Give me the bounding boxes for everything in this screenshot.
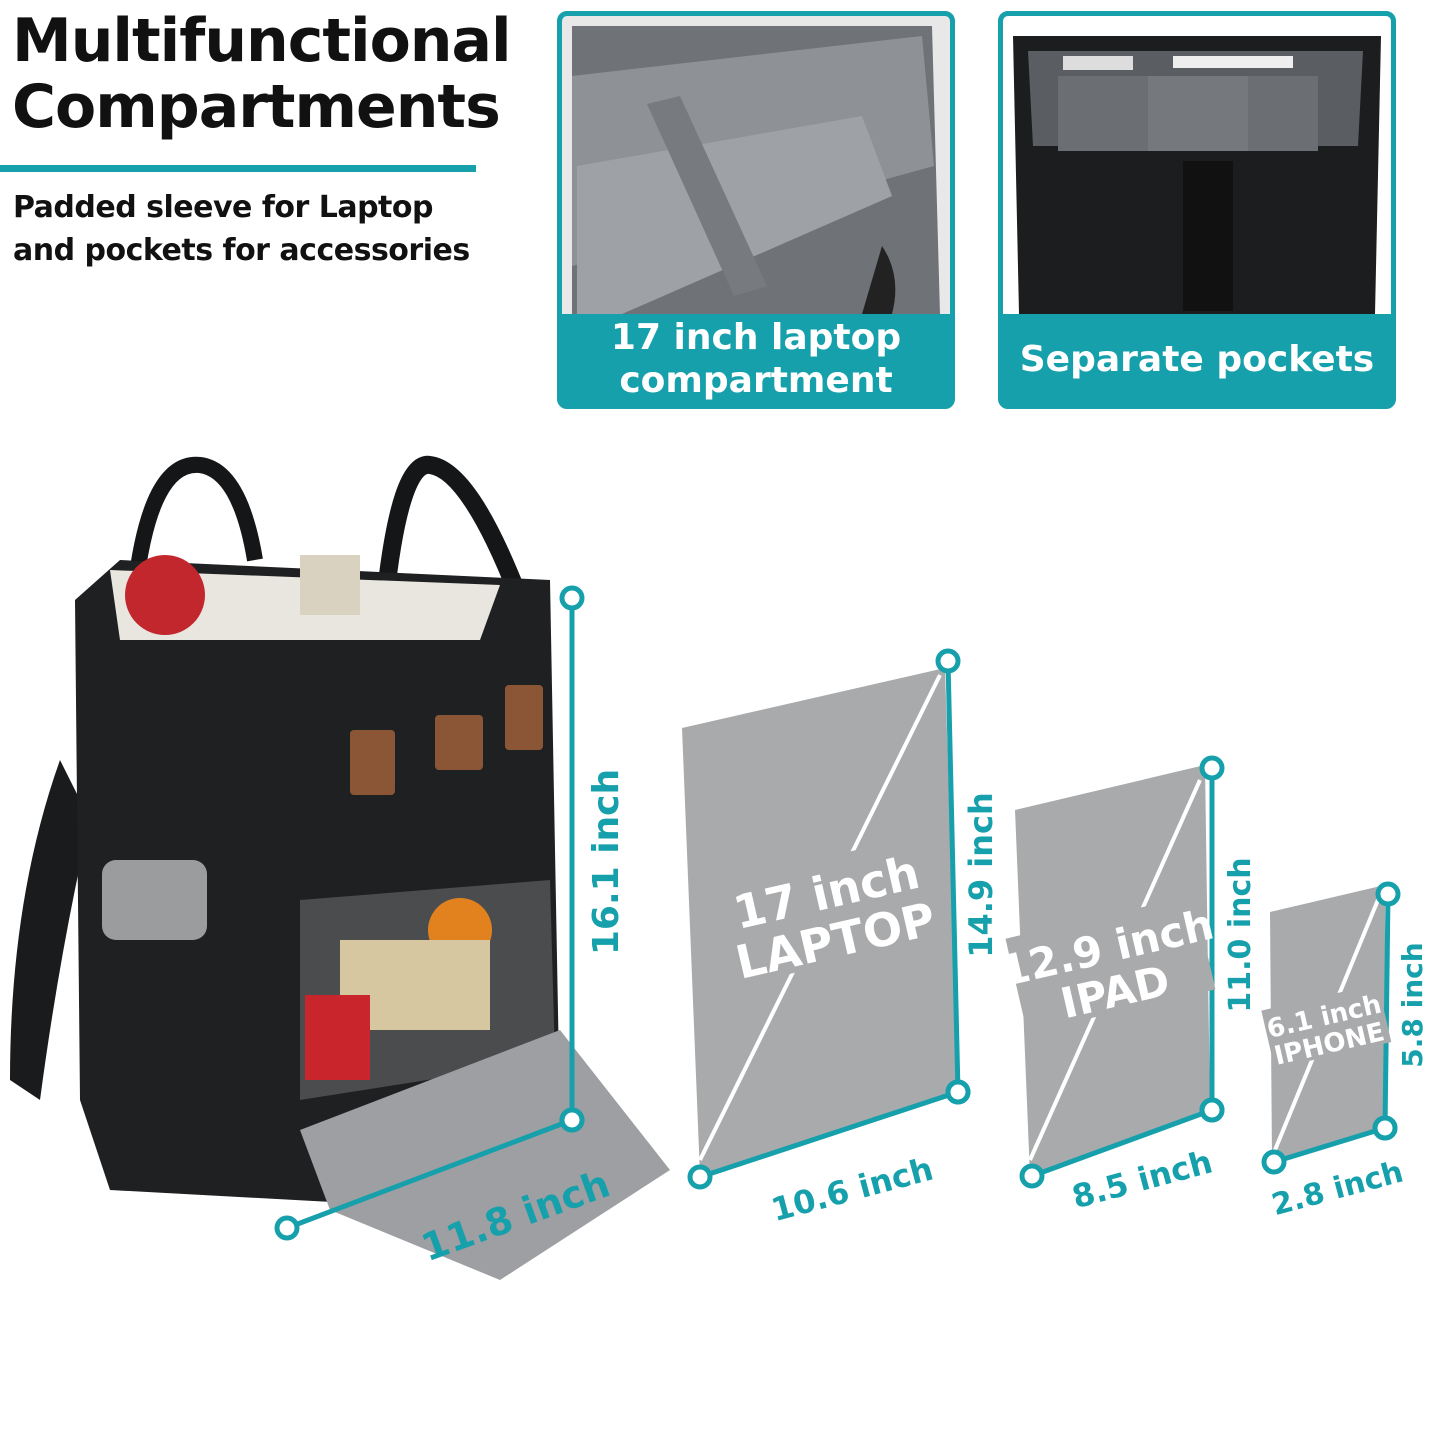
device-label-backdrop bbox=[715, 834, 946, 986]
separate-pockets-caption: Separate pockets bbox=[1019, 338, 1375, 380]
subtitle-line2: and pockets for accessories bbox=[13, 233, 470, 268]
heading-line1: Multifunctional bbox=[12, 6, 512, 76]
device-width-label: 10.6 inch bbox=[767, 1150, 937, 1230]
device-width-line-endpoint bbox=[1019, 1163, 1045, 1189]
device-width-line-endpoint bbox=[1261, 1149, 1287, 1175]
device-height-label: 11.0 inch bbox=[1223, 857, 1258, 1012]
backpack-height-label: 16.1 inch bbox=[586, 769, 627, 955]
device-height-line-endpoint bbox=[1375, 881, 1401, 907]
backpack-illustration bbox=[10, 455, 670, 1280]
device-height-label: 5.8 inch bbox=[1396, 942, 1429, 1067]
device-width-line-endpoint bbox=[1372, 1115, 1398, 1141]
backpack-height-line-endpoint bbox=[559, 585, 585, 611]
separate-pockets-photo bbox=[1003, 16, 1391, 314]
heading-line2: Compartments bbox=[12, 72, 501, 142]
device-height-line-endpoint bbox=[935, 648, 961, 674]
divider bbox=[0, 165, 476, 172]
device-height-label: 14.9 inch bbox=[962, 792, 1000, 958]
subtitle-line1: Padded sleeve for Laptop bbox=[13, 190, 433, 225]
device-width-line-endpoint bbox=[687, 1164, 713, 1190]
separate-pockets-panel: Separate pockets bbox=[998, 11, 1396, 409]
device-width-line-endpoint bbox=[1199, 1097, 1225, 1123]
device-width-line-endpoint bbox=[945, 1079, 971, 1105]
device-width-line bbox=[699, 1089, 959, 1180]
device-label-backdrop bbox=[1005, 895, 1216, 1033]
device-width-line bbox=[1031, 1107, 1213, 1179]
device-label-backdrop bbox=[1261, 983, 1392, 1069]
device-height-line-endpoint bbox=[1199, 755, 1225, 781]
backpack-width-line-endpoint bbox=[274, 1215, 300, 1241]
subtitle: Padded sleeve for Laptop and pockets for… bbox=[13, 186, 470, 272]
device-width-line bbox=[1273, 1125, 1386, 1165]
heading: Multifunctional Compartments bbox=[12, 6, 512, 142]
device-width-label: 2.8 inch bbox=[1268, 1155, 1407, 1224]
device-height-line bbox=[1382, 893, 1391, 1129]
backpack-width-line-endpoint bbox=[559, 1107, 585, 1133]
backpack-width-line bbox=[286, 1117, 573, 1231]
device-height-line bbox=[945, 660, 961, 1093]
laptop-compartment-photo bbox=[562, 16, 950, 314]
